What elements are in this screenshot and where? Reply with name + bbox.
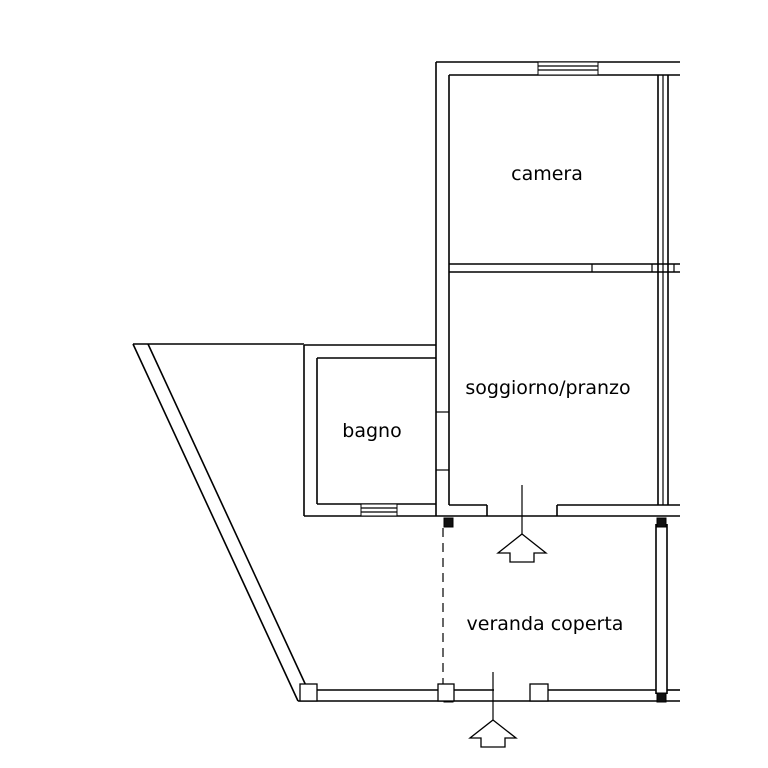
- entrance-arrow-veranda: [468, 672, 518, 748]
- veranda-walls: [132, 343, 680, 702]
- pillars: [299, 517, 667, 703]
- room-label-camera: camera: [511, 163, 583, 185]
- bagno-walls: [303, 344, 436, 517]
- camera-window: [537, 61, 599, 76]
- room-label-veranda: veranda coperta: [467, 613, 624, 635]
- room-label-soggiorno: soggiorno/pranzo: [465, 377, 630, 399]
- room-label-bagno: bagno: [342, 420, 401, 442]
- main-block-walls: [304, 61, 680, 517]
- entrance-arrow-soggiorno: [496, 485, 548, 563]
